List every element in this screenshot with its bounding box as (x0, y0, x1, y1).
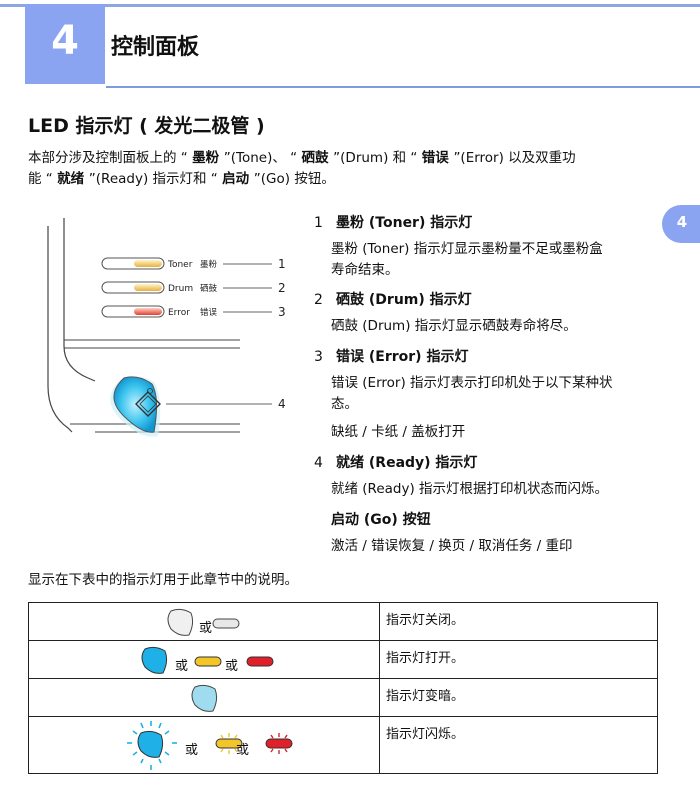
or-text: 或 (185, 743, 199, 758)
toner-label: Toner (167, 260, 193, 270)
label-number-3: 3 (278, 305, 286, 319)
item-3-text-1: 错误 (Error) 指示灯表示打印机处于以下某种状 (331, 375, 613, 391)
led-blink-desc: 指示灯闪烁。 (379, 716, 658, 774)
led-on-desc: 指示灯打开。 (379, 640, 658, 679)
led-off-symbols: 或 (28, 602, 380, 641)
go-button-text: 激活 / 错误恢复 / 换页 / 取消任务 / 重印 (331, 538, 573, 554)
label-number-4: 4 (278, 397, 286, 411)
item-4-text-1: 就绪 (Ready) 指示灯根据打印机状态而闪烁。 (331, 481, 609, 497)
led-dim-symbols (28, 678, 380, 717)
go-diamond-icon (135, 391, 161, 417)
table-row: 或 或 指示灯打开。 (28, 640, 658, 679)
item-3: 3 错误 (Error) 指示灯 (314, 349, 469, 365)
led-off-desc: 指示灯关闭。 (379, 602, 658, 641)
go-button[interactable] (113, 376, 158, 433)
chapter-number: 4 (51, 18, 79, 64)
led-blink-icons (127, 721, 293, 770)
label-number-1: 1 (278, 257, 286, 271)
go-button-heading: 启动 (Go) 按钮 (331, 512, 431, 528)
intro-line-2: 能 “ 就绪 ”(Ready) 指示灯和 “ 启动 ”(Go) 按钮。 (28, 171, 335, 187)
chapter-number-box (25, 4, 105, 84)
led-on-icons (141, 646, 274, 674)
item-3-heading: 错误 (Error) 指示灯 (336, 349, 469, 365)
drum-led-light (134, 284, 162, 291)
drum-cn-label: 硒鼓 (200, 283, 218, 294)
item-2-text-1: 硒鼓 (Drum) 指示灯显示硒鼓寿命将尽。 (331, 318, 577, 334)
or-text: 或 (225, 659, 239, 674)
or-text: 或 (175, 659, 189, 674)
side-chapter-tab-number: 4 (676, 213, 688, 231)
drum-label: Drum (168, 284, 193, 294)
or-text: 或 (236, 743, 250, 758)
toner-cn-label: 墨粉 (200, 259, 218, 270)
toner-led-light (134, 260, 162, 267)
item-1: 1 墨粉 (Toner) 指示灯 (314, 215, 473, 231)
chapter-title: 控制面板 (111, 35, 200, 60)
error-label: Error (168, 308, 190, 318)
control-panel-diagram: Toner 墨粉 1 Drum 硒鼓 2 Error 错误 3 4 (47, 218, 286, 437)
led-state-table: 或 指示灯关闭。 或 或 指示灯打开。 指示灯变暗。 (28, 602, 658, 774)
table-row: 或 或 指示灯闪烁。 (28, 716, 658, 774)
error-led-light (134, 308, 162, 315)
item-1-heading: 墨粉 (Toner) 指示灯 (336, 215, 473, 231)
item-1-text-1: 墨粉 (Toner) 指示灯显示墨粉量不足或墨粉盒 (331, 241, 603, 257)
led-off-icons (167, 608, 240, 636)
label-number-2: 2 (278, 281, 286, 295)
section-title: LED 指示灯 ( 发光二极管 ) (28, 115, 265, 137)
item-1-text-2: 寿命结束。 (331, 262, 399, 278)
item-2: 2 硒鼓 (Drum) 指示灯 (314, 292, 472, 308)
table-caption: 显示在下表中的指示灯用于此章节中的说明。 (28, 572, 298, 588)
item-2-heading: 硒鼓 (Drum) 指示灯 (336, 292, 472, 308)
led-blink-symbols: 或 或 (28, 716, 380, 774)
item-3-text-2: 态。 (331, 396, 358, 412)
intro-line-1: 本部分涉及控制面板上的 “ 墨粉 ”(Tone)、 “ 硒鼓 ”(Drum) 和… (28, 150, 576, 166)
header-top-line (0, 4, 700, 7)
error-cn-label: 错误 (200, 307, 218, 318)
led-dim-desc: 指示灯变暗。 (379, 678, 658, 717)
item-4-heading: 就绪 (Ready) 指示灯 (336, 455, 478, 471)
ready-indicator-icon (147, 388, 153, 394)
led-on-symbols: 或 或 (28, 640, 380, 679)
or-text: 或 (199, 621, 213, 636)
side-chapter-tab (662, 205, 700, 243)
table-row: 指示灯变暗。 (28, 678, 658, 717)
item-4: 4 就绪 (Ready) 指示灯 (314, 455, 478, 471)
table-row: 或 指示灯关闭。 (28, 602, 658, 641)
header-rule (106, 86, 700, 88)
led-dim-icon (191, 684, 218, 712)
item-3-text-3: 缺纸 / 卡纸 / 盖板打开 (331, 424, 466, 440)
